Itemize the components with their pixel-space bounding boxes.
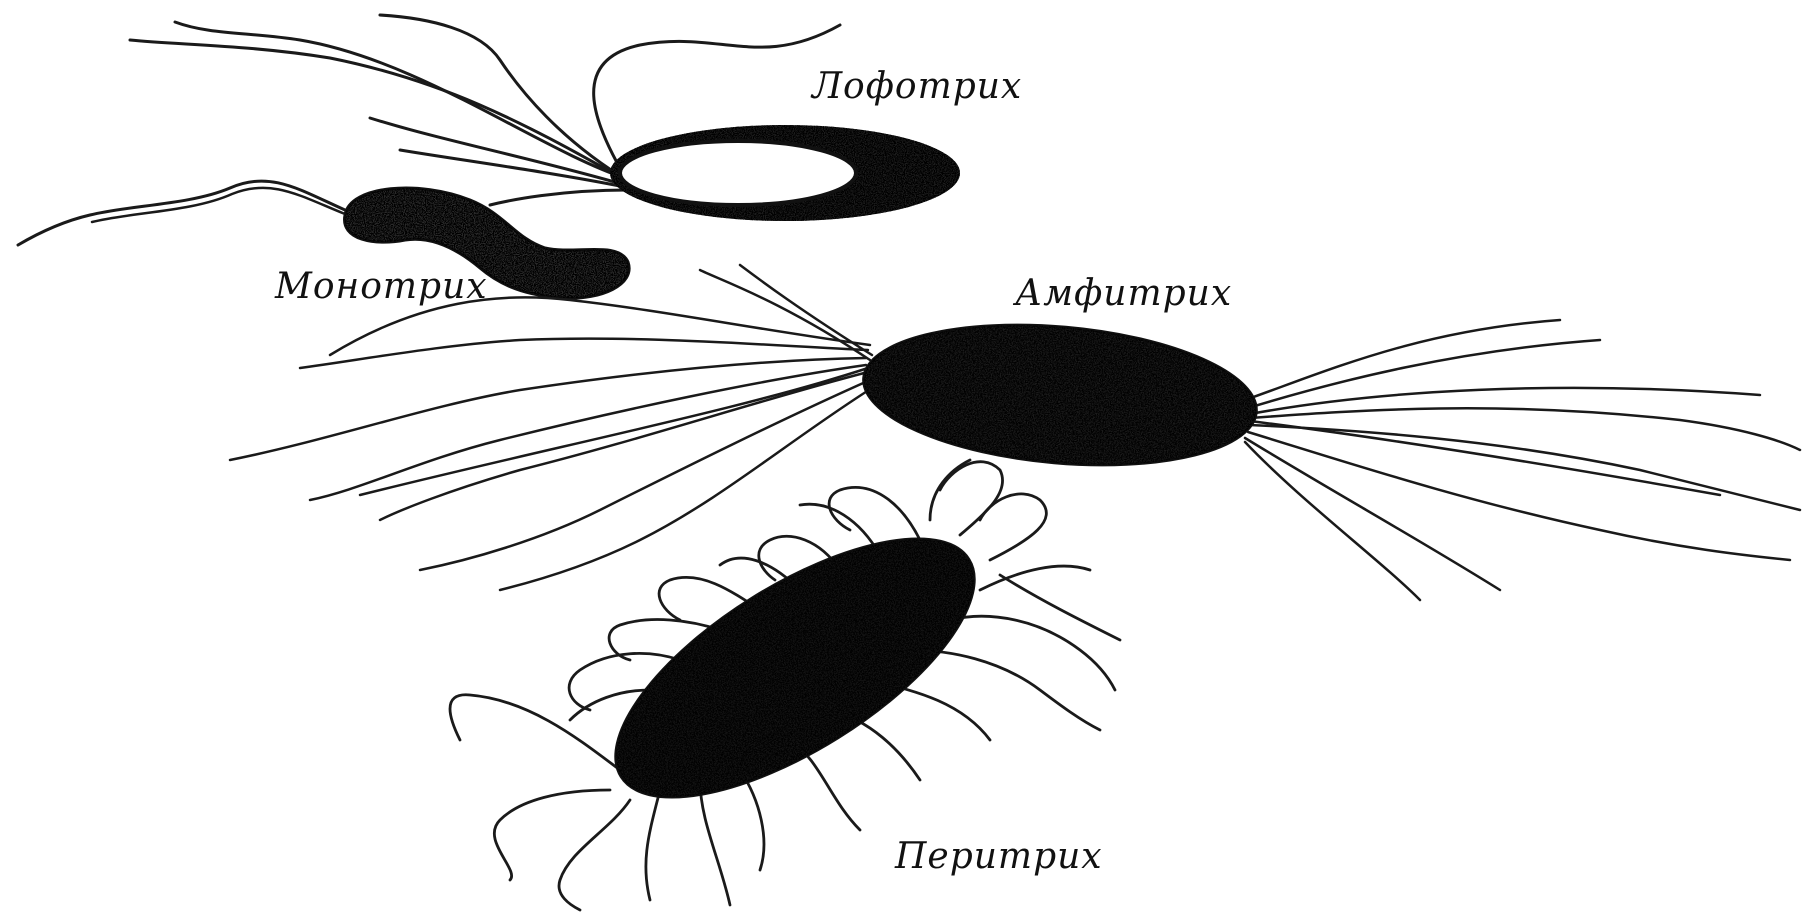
label-amphitrichous: Амфитрих xyxy=(1012,273,1232,314)
amphitrichous-flagella-right xyxy=(1245,320,1800,600)
lophotrichous-cell-hollow xyxy=(620,141,856,205)
label-lophotrichous: Лофотрих xyxy=(810,66,1022,107)
monotrichous-bacterium: Монотрих xyxy=(18,181,629,307)
peritrichous-bacterium: Перитрих xyxy=(450,460,1120,910)
label-monotrichous: Монотрих xyxy=(274,266,488,307)
amphitrichous-flagella-left xyxy=(230,265,872,590)
amphitrichous-bacterium: Амфитрих xyxy=(230,265,1800,600)
lophotrichous-bacterium: Лофотрих xyxy=(130,15,1022,221)
label-peritrichous: Перитрих xyxy=(894,836,1103,877)
monotrichous-flagellum xyxy=(18,181,345,245)
